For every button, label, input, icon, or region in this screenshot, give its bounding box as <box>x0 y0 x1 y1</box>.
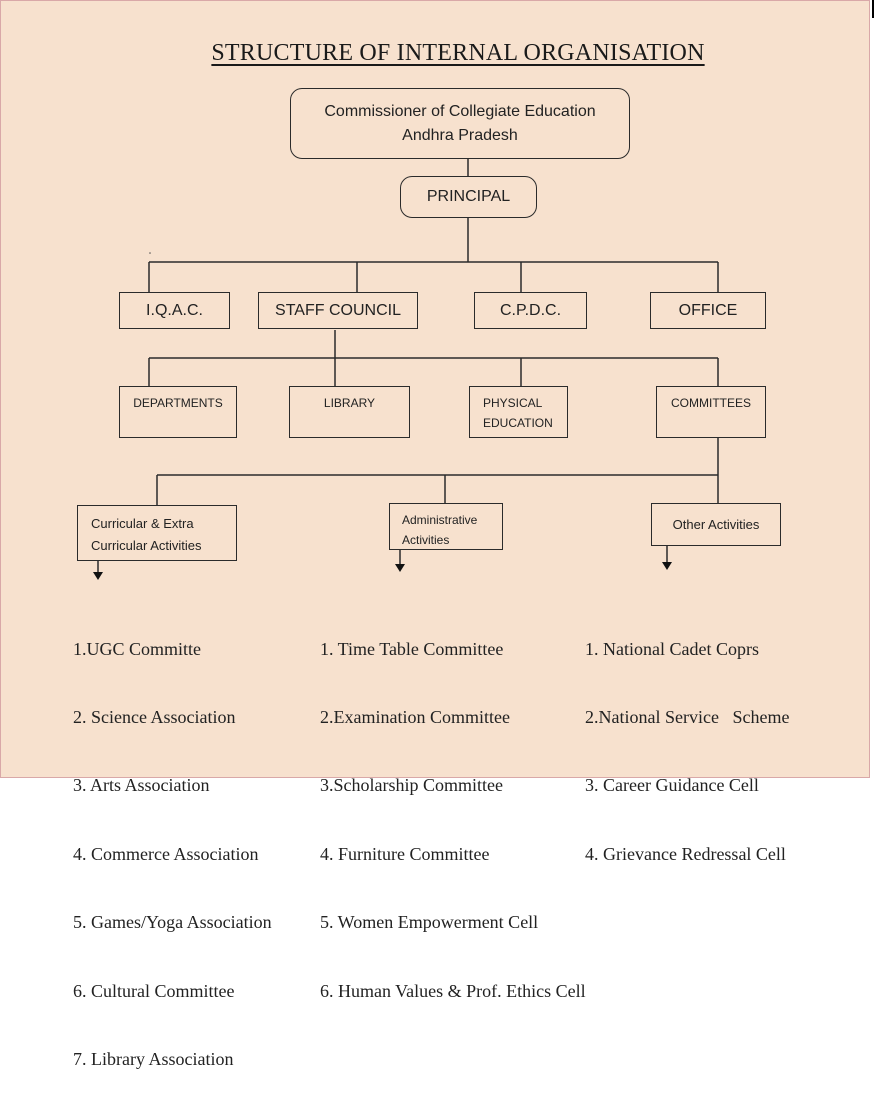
node-physical-education-line2: EDUCATION <box>483 416 553 430</box>
node-other-activities-label: Other Activities <box>672 517 760 532</box>
arrow-other-head <box>662 562 672 570</box>
node-cpdc: C.P.D.C. <box>474 292 587 329</box>
list-item: 5. Games/Yoga Association <box>73 912 272 933</box>
node-physical-education-line1: PHYSICAL <box>483 396 543 410</box>
list-item: 6. Human Values & Prof. Ethics Cell <box>320 980 586 1001</box>
list-item: 1. Time Table Committee <box>320 638 504 659</box>
node-curricular-line2: Curricular Activities <box>91 538 202 553</box>
arrow-administrative-head <box>395 564 405 572</box>
node-administrative-line2: Activities <box>402 533 450 547</box>
list-item: 1. National Cadet Coprs <box>585 638 759 659</box>
list-item: 5. Women Empowerment Cell <box>320 912 539 933</box>
list-item: 3.Scholarship Committee <box>320 775 503 796</box>
list-item: 2.Examination Committee <box>320 706 510 727</box>
list-item: 1.UGC Committe <box>73 638 202 659</box>
node-administrative-activities: Administrative Activities <box>389 503 503 550</box>
node-commissioner-line2: Andhra Pradesh <box>402 126 518 144</box>
list-administrative: 1. Time Table Committee 2.Examination Co… <box>320 592 586 1025</box>
node-departments: DEPARTMENTS <box>119 386 237 438</box>
list-item: 7. Library Association <box>73 1048 234 1069</box>
node-principal: PRINCIPAL <box>400 176 537 218</box>
node-staff-council-label: STAFF COUNCIL <box>275 301 401 319</box>
list-item: 2. Science Association <box>73 706 236 727</box>
node-commissioner-line1: Commissioner of Collegiate Education <box>324 102 596 120</box>
node-cpdc-label: C.P.D.C. <box>499 301 562 319</box>
list-item: 3. Arts Association <box>73 775 210 796</box>
list-curricular: 1.UGC Committe 2. Science Association 3.… <box>73 592 272 1094</box>
node-library-label: LIBRARY <box>323 396 376 410</box>
node-departments-label: DEPARTMENTS <box>133 396 223 410</box>
list-item: 3. Career Guidance Cell <box>585 775 759 796</box>
list-item: 4. Furniture Committee <box>320 843 490 864</box>
list-item: 6. Cultural Committee <box>73 980 235 1001</box>
node-office-label: OFFICE <box>678 301 738 319</box>
connector-lines <box>93 158 719 580</box>
node-iqac-label: I.Q.A.C. <box>146 301 203 319</box>
node-other-activities: Other Activities <box>651 503 781 546</box>
node-iqac: I.Q.A.C. <box>119 292 230 329</box>
node-administrative-line1: Administrative <box>402 513 478 527</box>
node-physical-education: PHYSICAL EDUCATION <box>469 386 568 438</box>
node-staff-council: STAFF COUNCIL <box>258 292 418 329</box>
node-office: OFFICE <box>650 292 766 329</box>
node-curricular-line1: Curricular & Extra <box>91 516 194 531</box>
chart-title: STRUCTURE OF INTERNAL ORGANISATION <box>211 40 705 66</box>
node-committees: COMMITTEES <box>656 386 766 438</box>
node-principal-label: PRINCIPAL <box>426 188 511 205</box>
edge-mark <box>872 0 874 18</box>
stray-dot <box>149 252 151 254</box>
list-other: 1. National Cadet Coprs 2.National Servi… <box>585 592 789 888</box>
arrow-curricular-head <box>93 572 103 580</box>
list-item: 4. Commerce Association <box>73 843 259 864</box>
list-item: 2.National Service Scheme <box>585 706 790 727</box>
node-commissioner: Commissioner of Collegiate Education And… <box>290 88 630 159</box>
node-library: LIBRARY <box>289 386 410 438</box>
node-committees-label: COMMITTEES <box>671 396 751 410</box>
node-curricular-activities: Curricular & Extra Curricular Activities <box>77 505 237 561</box>
list-item: 4. Grievance Redressal Cell <box>585 843 786 864</box>
